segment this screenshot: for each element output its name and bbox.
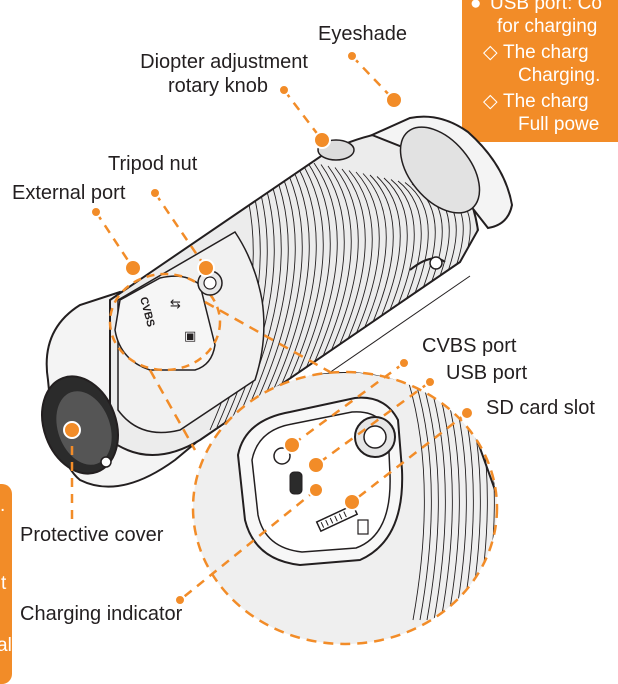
left-info-box [0, 484, 12, 684]
zoom-rib-line [428, 379, 446, 621]
grip-rib-line [258, 155, 303, 410]
usb-info-line1: ●USB port: Co [470, 0, 602, 16]
grip-rib-line [286, 161, 331, 398]
label-diopter-line2: rotary knob [167, 75, 268, 97]
label-diopter-line1: Diopter adjustment [140, 51, 308, 73]
label-cvbs-port: CVBS port [422, 335, 517, 357]
label-charging-indicator: Charging indicator [20, 603, 183, 625]
left-info-text-1: . [0, 495, 6, 516]
zoom-rib-line [435, 379, 453, 621]
grip-rib-line [300, 164, 345, 392]
zoom-rib-line [421, 379, 439, 621]
left-info-text-2: t [1, 573, 7, 594]
usb-info-box [462, 0, 618, 142]
zoom-rib-line [414, 379, 432, 621]
label-tripod-nut: Tripod nut [108, 153, 198, 175]
external-port-cover: CVBS ⇆ ▣ [108, 272, 222, 372]
usb-info-sub2-line1: ◇The charg [483, 91, 589, 112]
bullet-dot-icon: ● [470, 0, 482, 14]
usb-info-line2: for charging [497, 16, 598, 37]
label-protective-cover: Protective cover [20, 524, 164, 546]
grip-rib-line [293, 162, 338, 395]
label-eyeshade: Eyeshade [318, 23, 407, 45]
grip-rib-line [272, 158, 317, 404]
usb-info-sub1-line1: ◇The charg [483, 42, 589, 63]
card-mark-icon: ▣ [184, 329, 196, 344]
grip-rib-line [307, 165, 352, 389]
grip-rib-line [279, 159, 324, 401]
label-usb-port: USB port [446, 362, 528, 384]
label-sd-card-slot: SD card slot [486, 397, 595, 419]
label-external-port: External port [12, 182, 126, 204]
usb-mark-icon: ⇆ [170, 297, 181, 312]
usb-info-sub1-line2: Charging. [518, 65, 601, 86]
usb-info-sub2-line2: Full powe [518, 114, 600, 135]
callout-dots [63, 50, 474, 606]
zoom-detail [148, 300, 499, 646]
zoom-rib-line [407, 379, 425, 621]
left-info-text-3: al [0, 635, 12, 656]
grip-rib-line [265, 156, 310, 407]
diamond-bullet-icon: ◇ [483, 42, 498, 63]
callouts [70, 55, 468, 601]
diamond-bullet-icon: ◇ [483, 91, 498, 112]
